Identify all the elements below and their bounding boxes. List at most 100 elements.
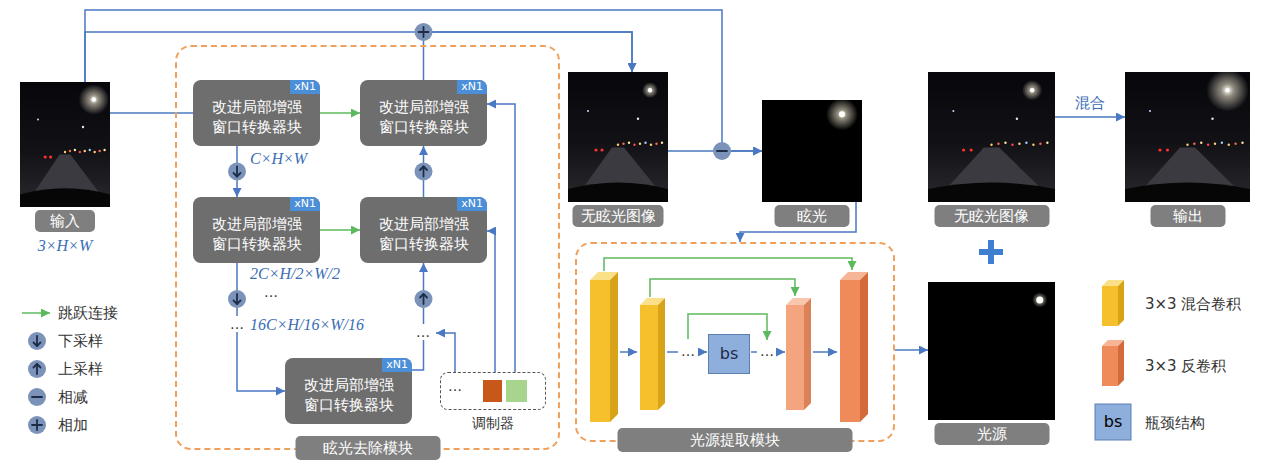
photo-frame (20, 82, 110, 207)
connector (412, 263, 424, 370)
transformer-block: 改进局部增强窗口转换器块xN1 (360, 80, 487, 146)
photo-illustration (928, 72, 1055, 202)
drawing (1030, 88, 1034, 92)
dimension-label: 3×H×W (38, 237, 92, 255)
drawing (633, 144, 635, 146)
image-panel: 无眩光图像 (928, 72, 1055, 202)
drawing (717, 150, 727, 152)
drawing (1193, 143, 1195, 145)
drawing (1036, 296, 1043, 303)
drawing (1125, 183, 1250, 203)
repeat-badge: xN1 (457, 197, 487, 211)
down-symbol (28, 332, 46, 350)
drawing (28, 388, 46, 406)
drawing (28, 332, 46, 350)
drawing (639, 143, 641, 145)
conv-prism (640, 305, 658, 410)
dimension-label: C×H×W (250, 150, 307, 168)
drawing (234, 301, 241, 305)
drawing (82, 126, 84, 128)
block-title: 改进局部增强窗口转换器块 (205, 97, 308, 137)
line (604, 258, 852, 271)
bottleneck-box: bs (708, 334, 750, 374)
block-title: 改进局部增强窗口转换器块 (372, 97, 475, 137)
drawing (228, 163, 246, 181)
drawing (49, 155, 52, 158)
image-panel: 无眩光图像 (568, 72, 668, 202)
drawing (28, 416, 46, 434)
drawing (642, 82, 658, 98)
legend-text: 3×3 反卷积 (1145, 356, 1226, 376)
drawing (1046, 142, 1048, 144)
repeat-badge: xN1 (290, 197, 320, 211)
drawing (44, 155, 47, 158)
drawing (228, 290, 246, 308)
conv-prism (786, 305, 804, 410)
line (751, 351, 757, 353)
legend-text: 跳跃连接 (58, 303, 118, 323)
drawing (34, 343, 41, 347)
module-title: 光源提取模块 (618, 428, 853, 452)
drawing (420, 294, 427, 298)
drawing (37, 119, 39, 121)
line (777, 351, 785, 353)
prism-side (1118, 280, 1124, 326)
drawing (1221, 142, 1223, 144)
drawing (1186, 144, 1188, 146)
line (813, 351, 837, 353)
drawing (20, 188, 110, 207)
drawing (103, 149, 105, 151)
repeat-badge: xN1 (382, 358, 412, 372)
connector (320, 229, 360, 231)
conv-prism (590, 280, 610, 422)
ellipsis-mark: … (679, 343, 697, 359)
image-label: 无眩光图像 (573, 205, 664, 227)
drawing (1158, 148, 1161, 151)
bottleneck-sample (1095, 404, 1131, 440)
drawing (970, 148, 973, 151)
drawing (637, 118, 639, 120)
leader-line (436, 333, 455, 372)
legend-text: 瓶颈结构 (1145, 413, 1205, 433)
drawing (1025, 142, 1027, 144)
photo-frame (928, 72, 1055, 202)
drawing (648, 88, 652, 92)
modulator-square (506, 380, 527, 402)
up-symbol (28, 360, 46, 378)
conv-prism (610, 272, 618, 422)
drawing (32, 396, 42, 398)
legend-swatch (1102, 346, 1118, 386)
block-title: 改进局部增强窗口转换器块 (372, 214, 475, 254)
ellipsis-mark: … (262, 284, 280, 300)
drawing (92, 97, 96, 101)
drawing (415, 290, 433, 308)
dimension-label: 2C×H/2×W/2 (250, 265, 340, 283)
modulator-square (483, 380, 502, 402)
modulator-title: 调制器 (472, 414, 514, 432)
ellipsis-mark: … (228, 316, 246, 332)
drawing (1032, 144, 1034, 146)
dimension-label: 16C×H/16×W/16 (250, 316, 364, 334)
block-title: 改进局部增强窗口转换器块 (297, 375, 400, 415)
drawing (655, 143, 657, 145)
drawing (34, 364, 41, 368)
drawing (1018, 143, 1020, 145)
image-label: 无眩光图像 (934, 205, 1049, 227)
plus-symbol (28, 416, 46, 434)
conv-prism (840, 280, 860, 422)
drawing (1214, 143, 1216, 145)
photo-illustration (928, 282, 1055, 420)
drawing (84, 150, 86, 152)
drawing (1039, 143, 1041, 145)
image-panel: 眩光 (762, 100, 862, 202)
image-label: 输出 (1150, 205, 1225, 227)
drawing (79, 151, 81, 153)
photo-illustration (20, 82, 110, 207)
ellipsis-mark: … (414, 324, 432, 340)
image-label: 眩光 (775, 205, 850, 227)
drawing (928, 72, 1055, 202)
photo-frame (568, 72, 668, 202)
repeat-badge: xN1 (290, 80, 320, 94)
image-panel: 输入3×H×W (20, 82, 110, 207)
